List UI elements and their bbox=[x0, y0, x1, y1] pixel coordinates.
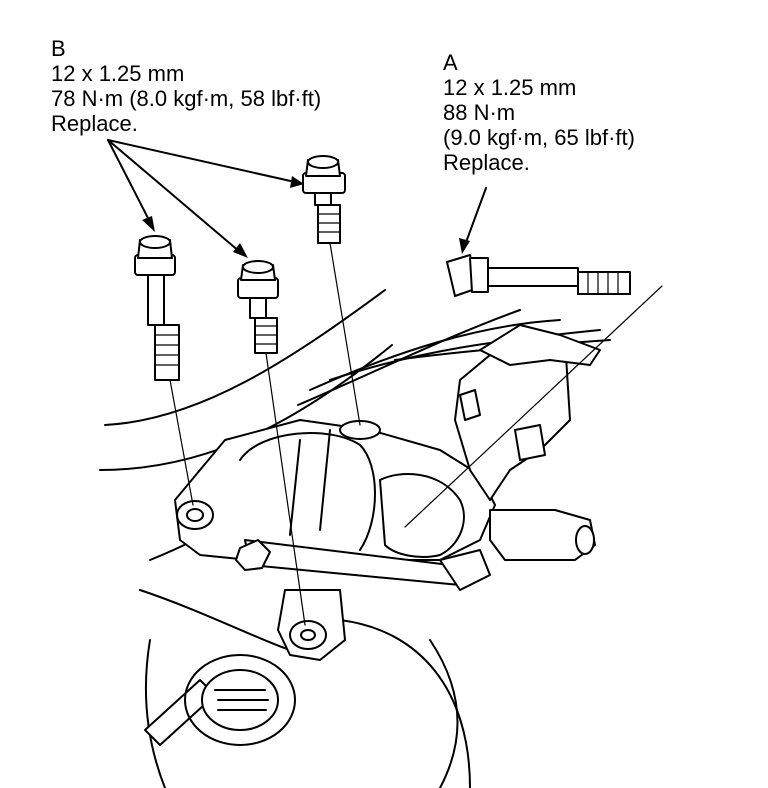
callout-a-torque: 88 N·m bbox=[443, 100, 516, 125]
bolt-b-left bbox=[134, 235, 180, 381]
bolt-a bbox=[446, 254, 631, 297]
alignment-lines bbox=[169, 242, 663, 626]
bolt-b-right bbox=[302, 155, 346, 244]
callout-b-letter: B bbox=[51, 36, 66, 61]
leader-arrow-a bbox=[459, 187, 487, 254]
bolt-b-middle bbox=[237, 260, 279, 354]
callout-a-letter: A bbox=[443, 50, 458, 75]
callout-b-size: 12 x 1.25 mm bbox=[51, 61, 185, 86]
drive-shaft bbox=[144, 654, 296, 746]
callout-a-note: Replace. bbox=[443, 150, 530, 175]
callout-b: B 12 x 1.25 mm 78 N·m (8.0 kgf·m, 58 lbf… bbox=[51, 36, 321, 136]
callout-b-note: Replace. bbox=[51, 111, 138, 136]
engine-mount-body bbox=[174, 324, 601, 661]
callout-a: A 12 x 1.25 mm 88 N·m (9.0 kgf·m, 65 lbf… bbox=[443, 50, 635, 175]
callout-b-torque: 78 N·m (8.0 kgf·m, 58 lbf·ft) bbox=[51, 86, 322, 111]
leader-arrows-b bbox=[107, 139, 304, 258]
callout-a-size: 12 x 1.25 mm bbox=[443, 75, 577, 100]
callout-a-torque-alt: (9.0 kgf·m, 65 lbf·ft) bbox=[443, 125, 635, 150]
